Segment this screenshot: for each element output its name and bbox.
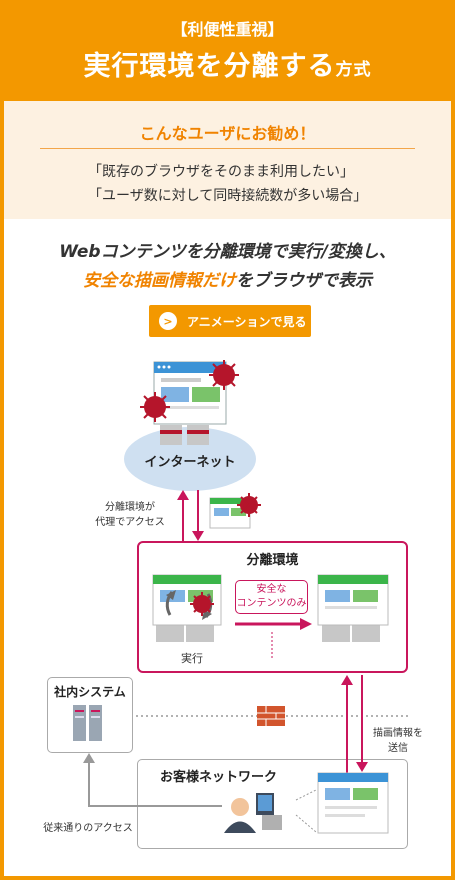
safe-content-line-2: コンテンツのみ <box>236 597 307 609</box>
lead-line-1: Webコンテンツを分離環境で実行/変換し、 <box>59 242 396 262</box>
lead-highlight: 安全な描画情報だけ <box>83 271 236 291</box>
isolation-title: 分離環境 <box>246 553 299 568</box>
execution-server-icon <box>152 574 222 642</box>
draw-info-line-2: 送信 <box>388 742 408 754</box>
legacy-access-label: 従来通りのアクセス <box>43 823 133 834</box>
intranet-title: 社内システム <box>54 685 126 699</box>
proxy-access-arrows <box>177 490 204 541</box>
internet-label: インターネット <box>144 455 236 470</box>
draw-info-label: 描画情報を 送信 <box>368 727 428 756</box>
recommend-panel: こんなユーザにお勧め！ 「既存のブラウザをそのまま利用したい」 「ユーザ数に対し… <box>4 101 451 219</box>
execute-label: 実行 <box>181 652 203 665</box>
convert-arrow <box>235 618 312 660</box>
chevron-right-icon: > <box>159 312 177 330</box>
animation-button[interactable]: > アニメーションで見る <box>149 305 311 337</box>
header-title-main: 実行環境を分離する <box>83 51 336 82</box>
proxy-access-label: 分離環境が 代理でアクセス <box>78 501 182 530</box>
downloaded-content-icon <box>209 493 261 529</box>
animation-button-label: アニメーションで見る <box>187 314 307 329</box>
header-subtitle: 【利便性重視】 <box>171 20 284 39</box>
lead-line-2: 安全な描画情報だけをブラウザで表示 <box>4 266 451 291</box>
draw-info-line-1: 描画情報を <box>373 728 423 739</box>
recommend-title: こんなユーザにお勧め！ <box>139 124 316 143</box>
recommend-line-1: 「既存のブラウザをそのまま利用したい」 <box>88 164 354 180</box>
header-title: 実行環境を分離する方式 <box>0 44 455 83</box>
intranet-server-icon <box>73 705 102 741</box>
browser-window-icon <box>295 772 389 834</box>
header-banner: 【利便性重視】 実行環境を分離する方式 <box>0 0 455 101</box>
customer-network-title: お客様ネットワーク <box>160 770 278 785</box>
safe-content-badge: 安全な コンテンツのみ <box>235 580 308 614</box>
proxy-label-line-2: 代理でアクセス <box>95 516 165 528</box>
lead-rest: をブラウザで表示 <box>236 271 372 291</box>
user-icon <box>224 793 282 833</box>
recommend-divider <box>40 148 415 149</box>
internet-server-icon <box>153 361 227 445</box>
safe-content-line-1: 安全な <box>256 584 287 595</box>
virus-icon <box>140 360 239 422</box>
header-title-suffix: 方式 <box>335 60 372 80</box>
recommend-line-2: 「ユーザ数に対して同時接続数が多い場合」 <box>88 188 368 204</box>
proxy-label-line-1: 分離環境が <box>105 502 155 513</box>
firewall-icon <box>136 706 408 726</box>
draw-info-arrows <box>341 675 368 773</box>
legacy-access-arrow <box>83 753 222 807</box>
safe-content-window-icon <box>317 574 389 642</box>
